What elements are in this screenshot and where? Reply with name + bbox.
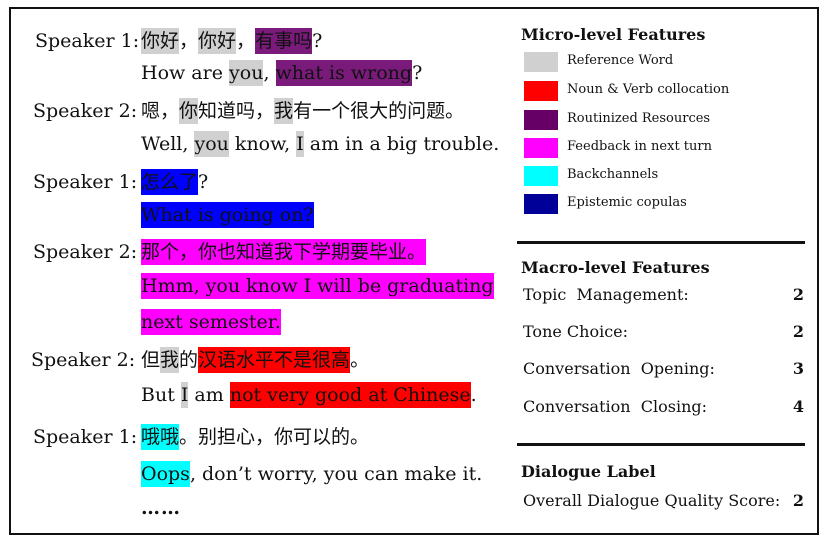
macro-feature-score: 4	[792, 397, 804, 416]
figure-frame	[9, 7, 819, 535]
speaker-label: Speaker 1:	[33, 426, 138, 448]
macro-feature-label: Tone Choice:	[523, 322, 629, 341]
highlight-ref: 我	[160, 347, 180, 373]
utterance-text: But	[141, 384, 181, 406]
highlight-ref: I	[180, 382, 189, 408]
highlight-ref: you	[229, 60, 264, 86]
utterance-text: 但	[141, 349, 161, 371]
utterance-text: 。别担心，你可以的。	[179, 426, 370, 448]
highlight-nv: 汉语水平不是很高	[198, 347, 351, 373]
legend-label: Routinized Resources	[567, 111, 711, 126]
english-utterance: But I am not very good at Chinese.	[141, 382, 477, 408]
utterance-text: 有一个很大的问题。	[293, 100, 465, 122]
macro-feature-score: 2	[792, 285, 804, 304]
macro-feature-label: Conversation Closing:	[523, 397, 707, 416]
speaker-label: Speaker 2:	[33, 100, 138, 122]
divider-1	[517, 241, 805, 244]
utterance-text: ?	[198, 171, 209, 193]
speaker-label: Speaker 2:	[33, 241, 138, 263]
macro-feature-label: Conversation Opening:	[523, 359, 715, 378]
utterance-text: ?	[312, 30, 323, 52]
chinese-utterance: 你好，你好，有事吗?	[141, 28, 322, 54]
speaker-label: Speaker 1:	[33, 171, 138, 193]
speaker-label: Speaker 1:	[35, 30, 140, 52]
chinese-utterance: 怎么了?	[141, 169, 208, 195]
highlight-ref: 你好	[141, 28, 180, 54]
legend-label: Feedback in next turn	[567, 139, 712, 154]
english-utterance: How are you, what is wrong?	[141, 60, 422, 86]
chinese-utterance: 嗯，你知道吗，我有一个很大的问题。	[141, 98, 464, 124]
utterance-text: Well,	[141, 133, 195, 155]
legend-label: Backchannels	[567, 167, 659, 182]
micro-title: Micro-level Features	[521, 25, 706, 44]
utterance-text: 知道吗，	[198, 100, 275, 122]
highlight-fb: next semester.	[141, 309, 281, 335]
legend-swatch	[524, 81, 558, 101]
english-utterance: Hmm, you know I will be graduating	[141, 273, 494, 299]
utterance-text: am	[188, 384, 230, 406]
dialogue-ellipsis: ……	[141, 497, 181, 519]
legend-swatch	[524, 52, 558, 72]
highlight-fb: 那个，你也知道我下学期要毕业。	[141, 239, 427, 265]
legend-swatch	[524, 110, 558, 130]
utterance-text: 嗯，	[141, 100, 180, 122]
highlight-fb: Hmm, you know I will be graduating	[141, 273, 494, 299]
highlight-bc: 哦哦	[141, 424, 180, 450]
legend-label: Epistemic copulas	[567, 195, 687, 210]
highlight-rr: 有事吗	[255, 28, 313, 54]
highlight-ref: 你好	[198, 28, 237, 54]
utterance-text: 的	[179, 349, 199, 371]
utterance-text: ，	[236, 30, 256, 52]
utterance-text: ,	[263, 62, 276, 84]
english-utterance: Well, you know, I am in a big trouble.	[141, 131, 499, 157]
highlight-ep: 怎么了	[141, 169, 199, 195]
utterance-text: , don’t worry, you can make it.	[189, 463, 483, 485]
highlight-rr: what is wrong	[275, 60, 413, 86]
highlight-ref: 你	[179, 98, 199, 124]
english-utterance: What is going on?	[141, 202, 314, 228]
macro-feature-score: 2	[792, 322, 804, 341]
dialogue-label-title: Dialogue Label	[521, 462, 656, 481]
speaker-label: Speaker 2:	[31, 349, 136, 371]
highlight-nv: not very good at Chinese	[229, 382, 471, 408]
highlight-bc: Oops	[141, 461, 190, 487]
utterance-text: .	[470, 384, 477, 406]
highlight-ref: I	[296, 131, 304, 157]
utterance-text: ，	[179, 30, 199, 52]
utterance-text: 。	[350, 349, 370, 371]
utterance-text: know,	[228, 133, 297, 155]
english-utterance: next semester.	[141, 309, 281, 335]
legend-label: Noun & Verb collocation	[567, 82, 730, 97]
divider-2	[517, 443, 805, 446]
chinese-utterance: 哦哦。别担心，你可以的。	[141, 424, 369, 450]
utterance-text: am in a big trouble.	[303, 133, 500, 155]
utterance-text: ?	[412, 62, 423, 84]
highlight-ref: 我	[274, 98, 294, 124]
overall-score-value: 2	[792, 491, 804, 510]
chinese-utterance: 但我的汉语水平不是很高。	[141, 347, 369, 373]
chinese-utterance: 那个，你也知道我下学期要毕业。	[141, 239, 427, 265]
macro-feature-score: 3	[792, 359, 804, 378]
legend-swatch	[524, 194, 558, 214]
legend-swatch	[524, 138, 558, 158]
legend-swatch	[524, 166, 558, 186]
overall-score-label: Overall Dialogue Quality Score:	[523, 491, 781, 510]
highlight-ep: What is going on?	[141, 202, 314, 228]
utterance-text: How are	[141, 62, 230, 84]
highlight-ref: you	[194, 131, 229, 157]
english-utterance: Oops, don’t worry, you can make it.	[141, 461, 482, 487]
macro-feature-label: Topic Management:	[523, 285, 689, 304]
legend-label: Reference Word	[567, 53, 674, 68]
macro-title: Macro-level Features	[521, 258, 710, 277]
